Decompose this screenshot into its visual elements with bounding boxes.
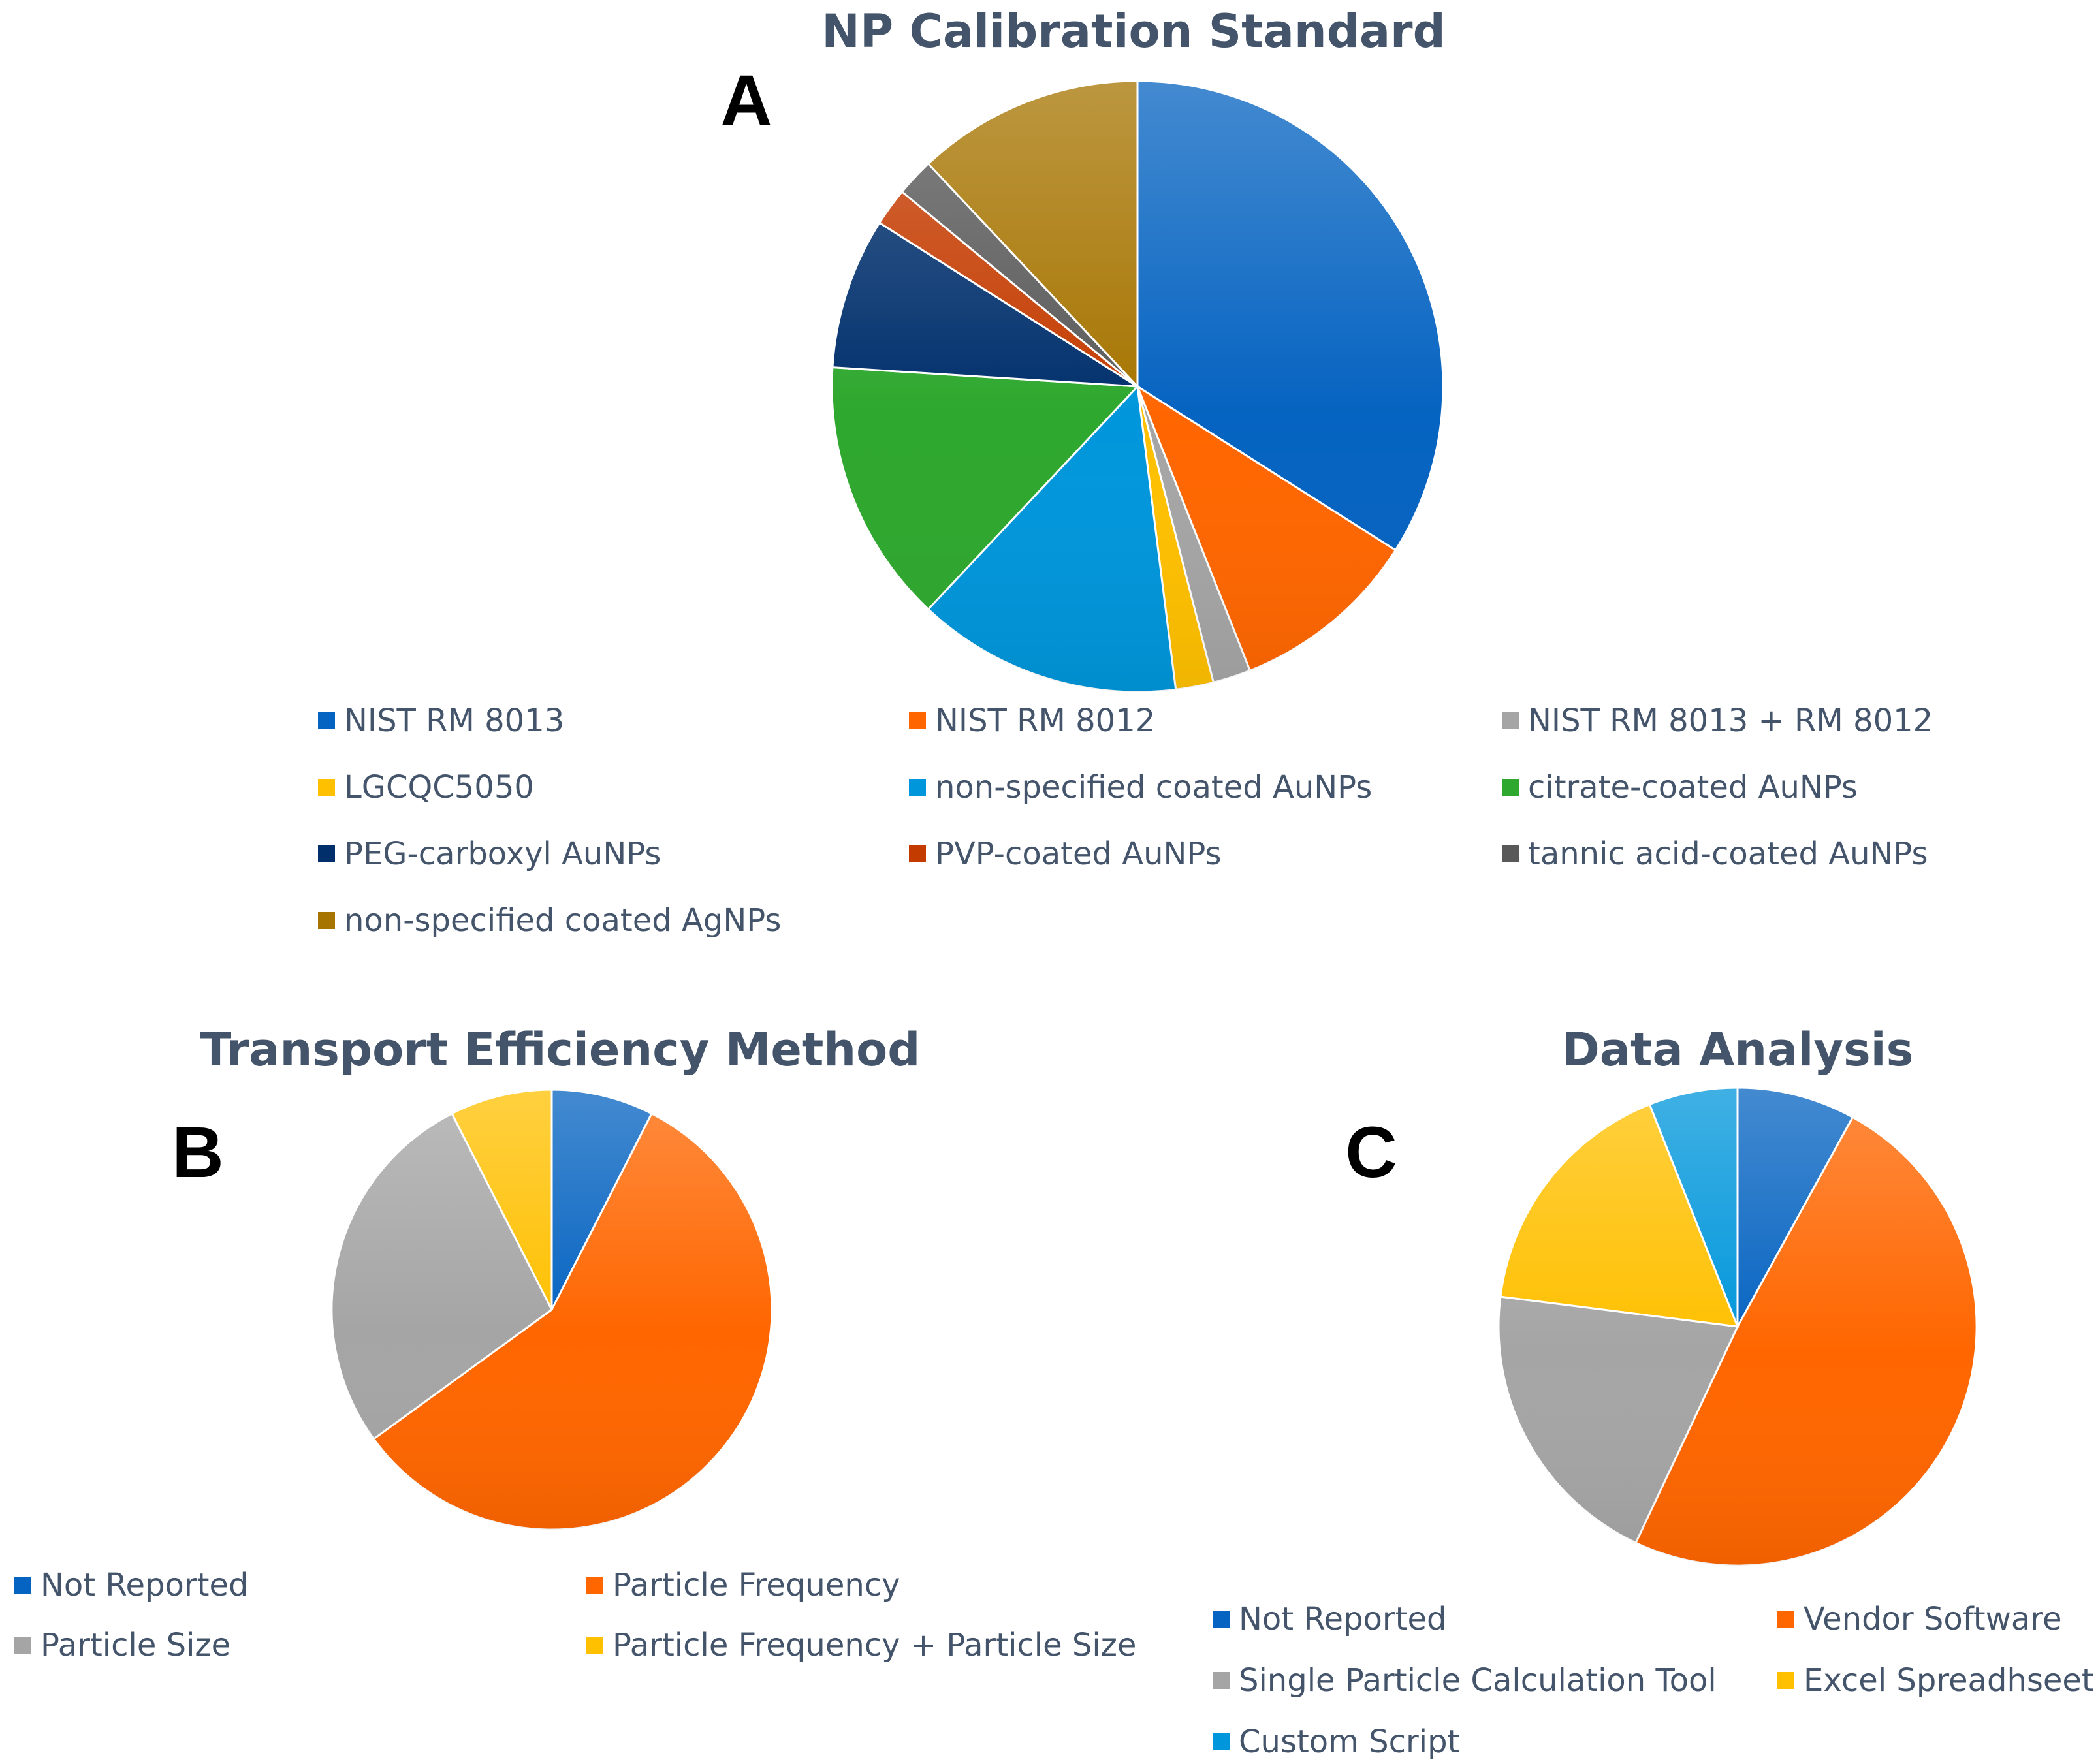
chart-a-legend-label: PVP-coated AuNPs xyxy=(935,836,1222,872)
chart-b-legend-item-particle-size: Particle Size xyxy=(14,1627,230,1663)
chart-a-legend-item-peg-carboxyl-aunps: PEG-carboxyl AuNPs xyxy=(318,836,661,872)
chart-a-legend-swatch xyxy=(318,712,335,729)
chart-a-legend-swatch xyxy=(1502,712,1519,729)
chart-a-legend-swatch xyxy=(318,845,335,862)
chart-b-legend-item-particle-frequency: Particle Frequency xyxy=(586,1567,900,1603)
chart-a-legend-swatch xyxy=(318,912,335,929)
chart-b-legend-label: Not Reported xyxy=(40,1567,248,1603)
chart-a-legend-item-citrate-coated-aunps: citrate-coated AuNPs xyxy=(1502,769,1858,806)
chart-c-title: Data Analysis xyxy=(1562,1023,1914,1077)
chart-a-legend-label: non-specified coated AuNPs xyxy=(935,769,1372,806)
chart-b: Transport Efficiency Method B Not Report… xyxy=(14,1023,1136,1663)
chart-c-legend-label: Custom Script xyxy=(1239,1724,1459,1760)
chart-a-legend-item-lgcqc5050: LGCQC5050 xyxy=(318,769,534,806)
chart-b-legend-swatch xyxy=(586,1637,603,1654)
chart-a-legend-label: tannic acid-coated AuNPs xyxy=(1528,836,1928,872)
chart-c-legend-label: Excel Spreadhseet xyxy=(1804,1662,2094,1699)
chart-a-legend: NIST RM 8013 NIST RM 8012 NIST RM 8013 + R… xyxy=(318,702,1933,939)
chart-a-legend-swatch xyxy=(909,779,926,796)
chart-a-legend-label: NIST RM 8013 xyxy=(344,702,564,739)
chart-c-legend-swatch xyxy=(1213,1672,1230,1689)
chart-b-legend-label: Particle Frequency + Particle Size xyxy=(612,1627,1136,1663)
chart-a-legend-item-non-specified-coated-aunps: non-specified coated AuNPs xyxy=(909,769,1372,806)
chart-b-legend-swatch xyxy=(14,1577,31,1594)
chart-c: Data Analysis C Not Reported Vendor Softw… xyxy=(1213,1023,2094,1760)
chart-b-legend-item-particle-frequency-particle-size: Particle Frequency + Particle Size xyxy=(586,1627,1136,1663)
chart-a-legend-item-nist-rm-8013: NIST RM 8013 xyxy=(318,702,564,739)
panel-letter-a: A xyxy=(720,61,772,141)
chart-c-legend-item-vendor-software: Vendor Software xyxy=(1777,1601,2061,1637)
chart-a-legend-item-non-specified-coated-agnps: non-specified coated AgNPs xyxy=(318,902,781,939)
panel-letter-c: C xyxy=(1345,1112,1397,1193)
chart-a-legend-label: LGCQC5050 xyxy=(344,769,534,806)
chart-a-legend-swatch xyxy=(1502,845,1519,862)
chart-a-legend-swatch xyxy=(318,779,335,796)
chart-c-legend-item-single-particle-calculation-tool: Single Particle Calculation Tool xyxy=(1213,1662,1717,1699)
chart-c-legend-item-excel-spreadhseet: Excel Spreadhseet xyxy=(1777,1662,2094,1699)
chart-a-legend-swatch xyxy=(1502,779,1519,796)
chart-c-legend-item-custom-script: Custom Script xyxy=(1213,1724,1459,1760)
chart-c-pie xyxy=(1497,1086,1978,1567)
chart-b-legend-swatch xyxy=(586,1577,603,1594)
chart-a-legend-label: citrate-coated AuNPs xyxy=(1528,769,1858,806)
chart-a-legend-label: PEG-carboxyl AuNPs xyxy=(344,836,661,872)
chart-b-title: Transport Efficiency Method xyxy=(200,1023,921,1077)
chart-a-legend-label: NIST RM 8013 + RM 8012 xyxy=(1528,702,1933,739)
chart-c-legend-swatch xyxy=(1777,1672,1794,1689)
chart-b-legend-label: Particle Size xyxy=(40,1627,230,1663)
chart-a-legend-item-tannic-acid-coated-aunps: tannic acid-coated AuNPs xyxy=(1502,836,1928,872)
chart-a-legend-label: non-specified coated AgNPs xyxy=(344,902,781,939)
chart-c-legend-swatch xyxy=(1213,1733,1230,1750)
chart-a-legend-swatch xyxy=(909,712,926,729)
chart-c-legend-swatch xyxy=(1777,1611,1794,1628)
chart-a-legend-item-pvp-coated-aunps: PVP-coated AuNPs xyxy=(909,836,1222,872)
chart-a-legend-item-nist-rm-8012: NIST RM 8012 xyxy=(909,702,1155,739)
chart-b-legend-label: Particle Frequency xyxy=(612,1567,900,1603)
chart-b-pie xyxy=(330,1088,773,1531)
chart-a-legend-label: NIST RM 8012 xyxy=(935,702,1155,739)
chart-c-legend-label: Single Particle Calculation Tool xyxy=(1239,1662,1717,1699)
chart-a-legend-item-nist-rm-8013-rm-8012: NIST RM 8013 + RM 8012 xyxy=(1502,702,1933,739)
chart-a-legend-swatch xyxy=(909,845,926,862)
chart-b-legend-swatch xyxy=(14,1637,31,1654)
chart-c-legend-item-not-reported: Not Reported xyxy=(1213,1601,1446,1637)
chart-a-pie xyxy=(831,80,1444,693)
chart-c-legend-swatch xyxy=(1213,1611,1230,1628)
chart-c-legend-label: Vendor Software xyxy=(1804,1601,2061,1637)
chart-c-legend-label: Not Reported xyxy=(1239,1601,1446,1637)
chart-a-title: NP Calibration Standard xyxy=(821,5,1445,58)
panel-letter-b: B xyxy=(172,1112,223,1193)
chart-b-legend-item-not-reported: Not Reported xyxy=(14,1567,248,1603)
